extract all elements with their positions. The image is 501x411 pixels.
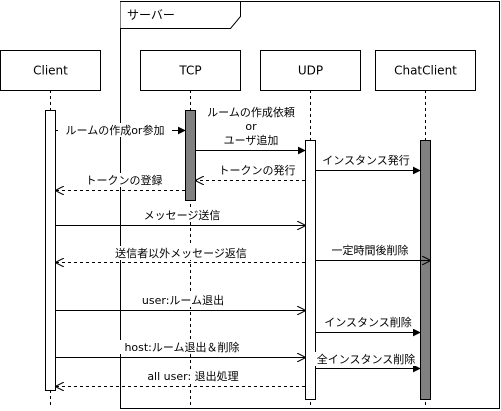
message-label: トークンの発行 [219, 163, 296, 177]
tcp-activation [185, 110, 196, 201]
message-user-leave: user:ルーム退出 [55, 293, 306, 311]
message-issue-instance: インスタンス発行 [315, 153, 421, 175]
client-activation [45, 110, 56, 391]
message-label: 全インスタンス削除 [317, 352, 416, 366]
label-bg [215, 163, 299, 177]
label-bg [120, 340, 244, 354]
label-bg [142, 208, 222, 222]
label-bg [322, 315, 414, 329]
participant-label: ChatClient [394, 64, 457, 78]
label-bg [84, 173, 164, 187]
message-label-line: ユーザ追加 [224, 133, 279, 147]
label-bg [112, 246, 250, 260]
message-label: トークンの登録 [86, 173, 163, 187]
frame-tab [120, 1, 241, 29]
label-bg [140, 293, 226, 307]
participant-label: UDP [298, 64, 323, 78]
message-register-token: トークンの登録 [56, 173, 185, 191]
label-bg [203, 104, 299, 146]
message-label: メッセージ送信 [144, 208, 221, 222]
participant-udp: UDP [260, 50, 361, 91]
message-delete-all-instances: 全インスタンス削除 [314, 352, 421, 373]
message-delete-instance: インスタンス削除 [315, 315, 421, 337]
message-label-line: or [245, 120, 257, 133]
message-label-line: ルームの作成依頼 [207, 106, 295, 119]
frame-label: サーバー [127, 8, 175, 22]
message-send-message: メッセージ送信 [55, 208, 306, 226]
label-bg [320, 153, 412, 167]
message-label: 一定時間後削除 [332, 243, 409, 257]
message-room-request: ルームの作成依頼 or ユーザ追加 [195, 104, 306, 155]
label-bg [314, 352, 418, 366]
participant-label: TCP [178, 64, 201, 78]
message-reply-others: 送信者以外メッセージ返信 [56, 246, 305, 263]
message-host-leave-delete: host:ルーム退出＆削除 [55, 340, 306, 358]
message-delete-after-time: 一定時間後削除 [315, 243, 431, 261]
label-bg [144, 369, 242, 383]
message-label: host:ルーム退出＆削除 [124, 340, 239, 354]
server-frame: サーバー [120, 1, 500, 409]
message-all-user-exit: all user: 退出処理 [56, 369, 305, 387]
participant-tcp: TCP [140, 50, 241, 91]
label-bg [58, 123, 172, 137]
message-label: user:ルーム退出 [142, 293, 224, 307]
participant-chatclient: ChatClient [375, 50, 476, 91]
message-label: all user: 退出処理 [147, 369, 238, 383]
udp-activation [305, 140, 316, 400]
label-bg [328, 243, 412, 257]
participant-label: Client [33, 64, 68, 78]
participant-client: Client [0, 50, 101, 91]
message-label: ルームの作成or参加 [66, 123, 165, 137]
message-label: インスタンス削除 [324, 315, 412, 329]
message-issue-token: トークンの発行 [196, 163, 305, 181]
message-label: インスタンス発行 [322, 153, 410, 167]
message-join-room: ルームの作成or参加 [55, 123, 186, 137]
message-label: 送信者以外メッセージ返信 [115, 246, 247, 260]
chatclient-activation [420, 140, 431, 400]
